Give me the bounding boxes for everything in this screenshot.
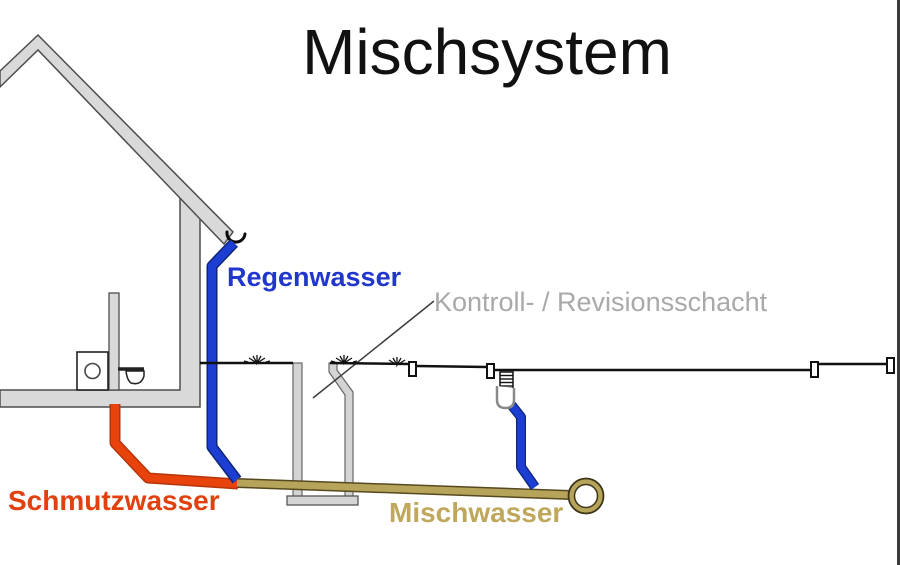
curb-marker-icon	[486, 363, 495, 379]
sewer-outlet-outer-edge	[567, 477, 605, 515]
gully-trap-icon	[495, 386, 516, 410]
inspection-shaft-label: Kontroll- / Revisionsschacht	[434, 287, 768, 317]
gully-pipe	[506, 399, 539, 490]
house-roof	[0, 33, 234, 246]
sewage-pipe-outline	[109, 404, 239, 490]
grass-tuft-icon	[383, 357, 411, 368]
shaft-pointer-line	[312, 300, 435, 399]
mixed-water-pipe	[236, 479, 572, 499]
washing-machine-door-icon	[84, 362, 101, 380]
gully-grate-bars	[500, 374, 513, 387]
ground-line	[200, 361, 887, 372]
gutter-icon	[225, 230, 247, 244]
page-title: Mischsystem	[302, 16, 672, 88]
sewer-outlet-inner-edge	[573, 483, 599, 509]
grass-tuft-icon	[243, 355, 271, 366]
toilet-bowl-icon	[125, 370, 145, 385]
rainwater-label: Regenwasser	[227, 262, 402, 292]
curb-marker-icon	[810, 361, 819, 378]
sewage-label: Schmutzwasser	[8, 485, 220, 516]
curb-marker-icon	[886, 357, 895, 374]
interior-wall	[108, 292, 120, 391]
mixed-water-label: Mischwasser	[389, 497, 564, 528]
curb-marker-icon	[408, 361, 417, 377]
sewage-pipe	[111, 404, 239, 488]
rainwater-downpipe	[208, 240, 241, 483]
grass-tufts	[243, 355, 411, 368]
curb-markers	[408, 357, 895, 379]
grass-tuft-icon	[330, 355, 358, 366]
slide-right-border	[897, 0, 900, 565]
shaft-base-plate	[286, 495, 359, 506]
shaft-left-wall	[292, 362, 303, 498]
sewer-outlet-ring	[568, 478, 604, 514]
